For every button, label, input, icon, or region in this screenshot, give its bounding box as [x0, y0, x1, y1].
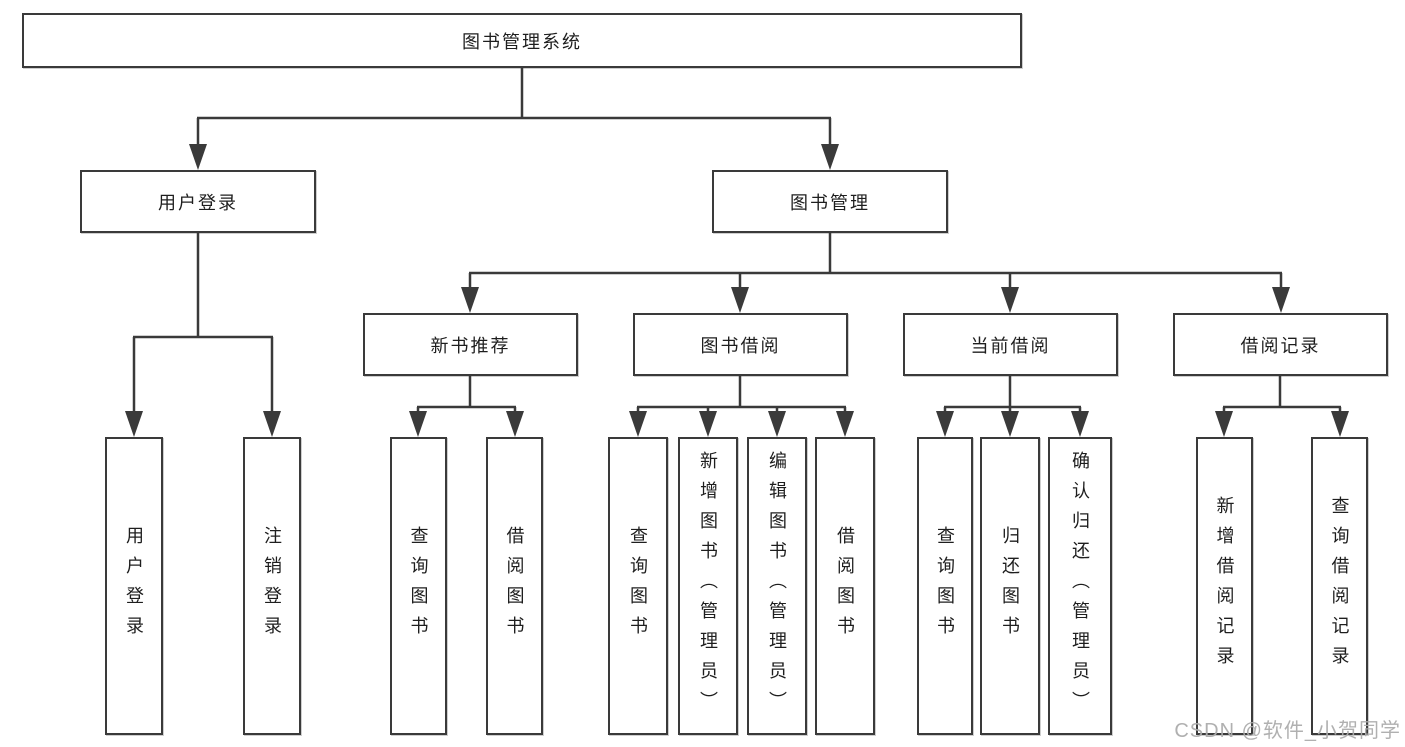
node-book-borrow: 图书借阅: [633, 313, 848, 376]
leaf-logout: 注销登录: [243, 437, 301, 735]
node-new-book-recommend-label: 新书推荐: [430, 335, 511, 356]
leaf-confirm-return-admin-label: 确认归还（管理员）: [1070, 451, 1090, 721]
leaf-return-books: 归还图书: [980, 437, 1040, 735]
leaf-logout-label: 注销登录: [262, 526, 282, 646]
node-system-root-label: 图书管理系统: [462, 31, 582, 52]
node-user-login-label: 用户登录: [158, 192, 238, 213]
node-current-borrow-label: 当前借阅: [970, 335, 1051, 356]
leaf-borrow-query-books: 查询图书: [608, 437, 668, 735]
leaf-query-borrow-record-label: 查询借阅记录: [1329, 496, 1350, 676]
leaf-edit-books-admin-label: 编辑图书（管理员）: [767, 451, 787, 721]
node-system-root: 图书管理系统: [22, 13, 1022, 68]
leaf-confirm-return-admin: 确认归还（管理员）: [1048, 437, 1112, 735]
leaf-borrow-books: 借阅图书: [815, 437, 875, 735]
node-user-login: 用户登录: [80, 170, 316, 233]
leaf-add-books-admin-label: 新增图书（管理员）: [698, 451, 718, 721]
leaf-newbook-query-books-label: 查询图书: [408, 526, 429, 646]
leaf-current-query-books-label: 查询图书: [935, 526, 955, 646]
node-new-book-recommend: 新书推荐: [363, 313, 578, 376]
leaf-newbook-query-books: 查询图书: [390, 437, 447, 735]
leaf-add-borrow-record: 新增借阅记录: [1196, 437, 1253, 735]
leaf-borrow-query-books-label: 查询图书: [628, 526, 648, 646]
leaf-current-query-books: 查询图书: [917, 437, 973, 735]
node-borrow-records-label: 借阅记录: [1240, 335, 1321, 356]
leaf-add-books-admin: 新增图书（管理员）: [678, 437, 738, 735]
leaf-return-books-label: 归还图书: [1000, 526, 1020, 646]
leaf-add-borrow-record-label: 新增借阅记录: [1214, 496, 1235, 676]
node-borrow-records: 借阅记录: [1173, 313, 1388, 376]
leaf-newbook-borrow-books-label: 借阅图书: [504, 526, 525, 646]
csdn-watermark: CSDN @软件_小贺同学: [1174, 720, 1401, 742]
leaf-user-login: 用户登录: [105, 437, 163, 735]
leaf-query-borrow-record: 查询借阅记录: [1311, 437, 1368, 735]
node-current-borrow: 当前借阅: [903, 313, 1118, 376]
leaf-edit-books-admin: 编辑图书（管理员）: [747, 437, 807, 735]
node-book-management: 图书管理: [712, 170, 948, 233]
node-book-borrow-label: 图书借阅: [700, 335, 781, 356]
leaf-newbook-borrow-books: 借阅图书: [486, 437, 543, 735]
leaf-borrow-books-label: 借阅图书: [835, 526, 855, 646]
leaf-user-login-label: 用户登录: [124, 526, 144, 646]
node-book-management-label: 图书管理: [790, 192, 870, 213]
